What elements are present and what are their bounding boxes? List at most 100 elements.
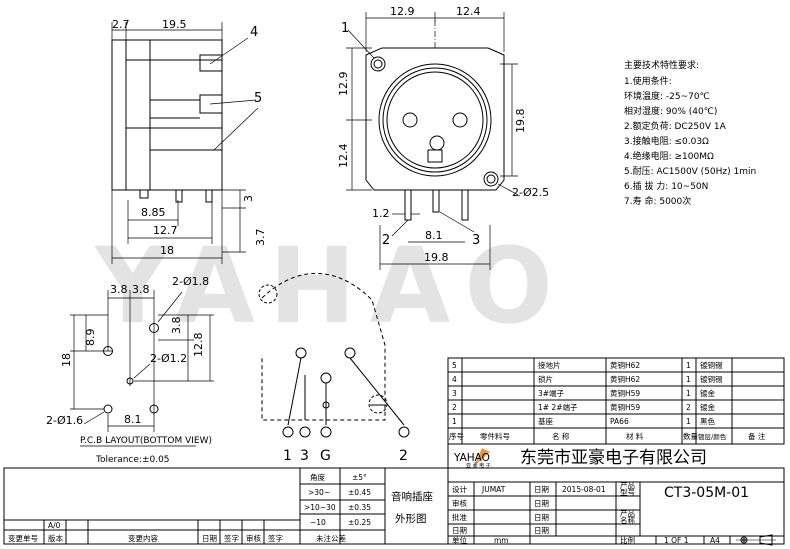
date-label-2: 日期 — [534, 499, 549, 508]
spec-line: 5.耐压: AC1500V (50Hz) 1min — [624, 165, 756, 177]
dim-pcb-holeB: 2-Ø1.2 — [150, 352, 187, 365]
bom-header-qty: 数量 — [683, 431, 698, 441]
rev-label: 审核 — [246, 533, 261, 543]
bom-finish: 镀铜锡 — [700, 374, 723, 384]
tolerance-table: 角度 ±5° >30~ ±0.45 >10~30 ±0.35 ~10 ±0.25 — [304, 472, 371, 527]
pin-label: G — [320, 448, 331, 464]
revision-row: 变更单号 版本 变更内容 变更内容 日期 签字 审核 签字 未注公差 — [8, 533, 346, 543]
rev-label: 签字 — [224, 533, 239, 543]
pcb-tolerance: Tolerance:±0.05 — [95, 455, 170, 465]
bom-finish: 黑色 — [700, 416, 715, 426]
specs-title: 主要技术特性要求: — [624, 59, 699, 71]
callout-4: 4 — [250, 25, 258, 40]
dim-front-12: 1.2 — [372, 207, 390, 220]
callout-1: 1 — [341, 21, 349, 36]
bom-qty: 1 — [686, 417, 691, 426]
bom-name: 接地片 — [538, 360, 561, 370]
bom-header-name: 名 称 — [552, 431, 570, 441]
bom-name: 3#端子 — [538, 388, 565, 398]
rev-label: 变更单号 — [8, 533, 38, 543]
bom-finish: 镀铜锡 — [700, 360, 723, 370]
dim-side-top-width: 19.5 — [162, 18, 187, 31]
bom-no: 5 — [452, 361, 457, 370]
pin-label: 1 — [283, 448, 292, 464]
review-label: 审核 — [452, 498, 467, 508]
bom-no: 1 — [452, 417, 457, 426]
dim-side-top-left: 2.7 — [112, 18, 130, 31]
tol-cell: ~10 — [310, 518, 326, 527]
bom-header-note: 备 注 — [748, 431, 766, 441]
dim-side-37: 3.7 — [254, 229, 267, 247]
logo-flame-icon — [474, 448, 490, 466]
dim-pcb-128: 12.8 — [192, 333, 205, 358]
dim-pcb-holeC: 2-Ø1.6 — [46, 414, 83, 427]
bom-grid — [447, 357, 785, 445]
bom-no: 3 — [452, 389, 457, 398]
tol-cell: >30~ — [308, 488, 330, 497]
product-name-label-2: 名称 — [620, 515, 635, 525]
product-no-label: 产品 — [620, 480, 635, 490]
dim-front-left-upper: 12.9 — [337, 72, 350, 97]
spec-line: 7.寿 命: 5000次 — [624, 195, 691, 207]
spec-line: 4.绝缘电阻: ≥100MΩ — [624, 150, 714, 162]
callout-3: 3 — [472, 233, 480, 248]
dim-side-3: 3 — [242, 195, 255, 202]
tol-cell: ±0.35 — [348, 503, 371, 512]
bom-qty: 1 — [686, 389, 691, 398]
dim-front-bottom: 19.8 — [424, 251, 449, 264]
tol-cell: ±0.25 — [348, 518, 371, 527]
bom-qty: 1 — [686, 375, 691, 384]
spec-line: 2.额定负荷: DC250V 1A — [624, 120, 727, 132]
dim-side-885: 8.85 — [141, 206, 166, 219]
tol-cell: ±0.45 — [348, 488, 371, 497]
title-block-grid — [3, 443, 785, 546]
bom-no: 2 — [452, 403, 457, 412]
dim-pcb-38b: 3.8 — [132, 283, 150, 296]
pin-label: 3 — [300, 448, 309, 464]
dim-pcb-38v: 3.8 — [170, 317, 183, 335]
bom-finish: 镀金 — [700, 402, 715, 412]
tol-cell: >10~30 — [304, 503, 336, 512]
spec-line: 相对湿度: 90% (40℃) — [624, 105, 717, 117]
designer: JUMAT — [481, 485, 506, 494]
pcb-caption: P.C.B LAYOUT(BOTTOM VIEW) — [80, 436, 212, 446]
drawing-title-line2: 外形图 — [395, 513, 427, 525]
scale-label: 比例 — [620, 535, 635, 545]
dim-side-18: 18 — [160, 244, 174, 257]
callout-5: 5 — [254, 91, 262, 106]
dim-front-top-left: 12.9 — [390, 5, 415, 18]
bom-no: 4 — [452, 375, 457, 384]
dim-pcb-81: 8.1 — [124, 413, 142, 426]
dim-pcb-38a: 3.8 — [110, 283, 128, 296]
drawing-title-line1: 音响插座 — [391, 490, 433, 503]
dim-front-hole: 2-Ø2.5 — [512, 186, 549, 199]
product-no-label-2: 型号 — [620, 488, 635, 497]
side-view — [111, 22, 259, 264]
dim-pcb-18: 18 — [60, 353, 73, 367]
rev-label: 未注公差 — [316, 533, 346, 543]
pinout-view — [258, 273, 410, 438]
bom-material: 黄铜H62 — [610, 360, 640, 370]
tol-header-0: 角度 — [310, 472, 325, 482]
revision: A/0 — [48, 521, 61, 530]
pin-label: 2 — [399, 448, 408, 464]
bom-qty: 1 — [686, 361, 691, 370]
dim-pcb-holeA: 2-Ø1.8 — [172, 275, 209, 288]
date-label-5: 日期 — [534, 526, 549, 535]
rev-label: 日期 — [202, 534, 217, 543]
rev-label: 变更内容 — [128, 533, 158, 543]
front-view — [346, 12, 521, 270]
product-number: CT3-05M-01 — [664, 485, 749, 501]
bom-finish: 镀金 — [700, 388, 715, 398]
bom-header-part-no: 零件料号 — [480, 431, 510, 441]
callout-2: 2 — [382, 233, 390, 248]
design-label: 设计 — [452, 484, 467, 494]
logo-text: YAHAO — [453, 452, 490, 464]
bom-table: 5 接地片 黄铜H62 1 镀铜锡 4 锁片 黄铜H62 1 镀铜锡 3 3#端… — [449, 360, 766, 441]
bom-name: 基座 — [538, 416, 553, 426]
bom-material: 黄铜H59 — [610, 402, 640, 412]
size: A4 — [710, 536, 720, 545]
bom-qty: 2 — [686, 403, 691, 412]
product-name-label: 产品 — [620, 508, 635, 518]
